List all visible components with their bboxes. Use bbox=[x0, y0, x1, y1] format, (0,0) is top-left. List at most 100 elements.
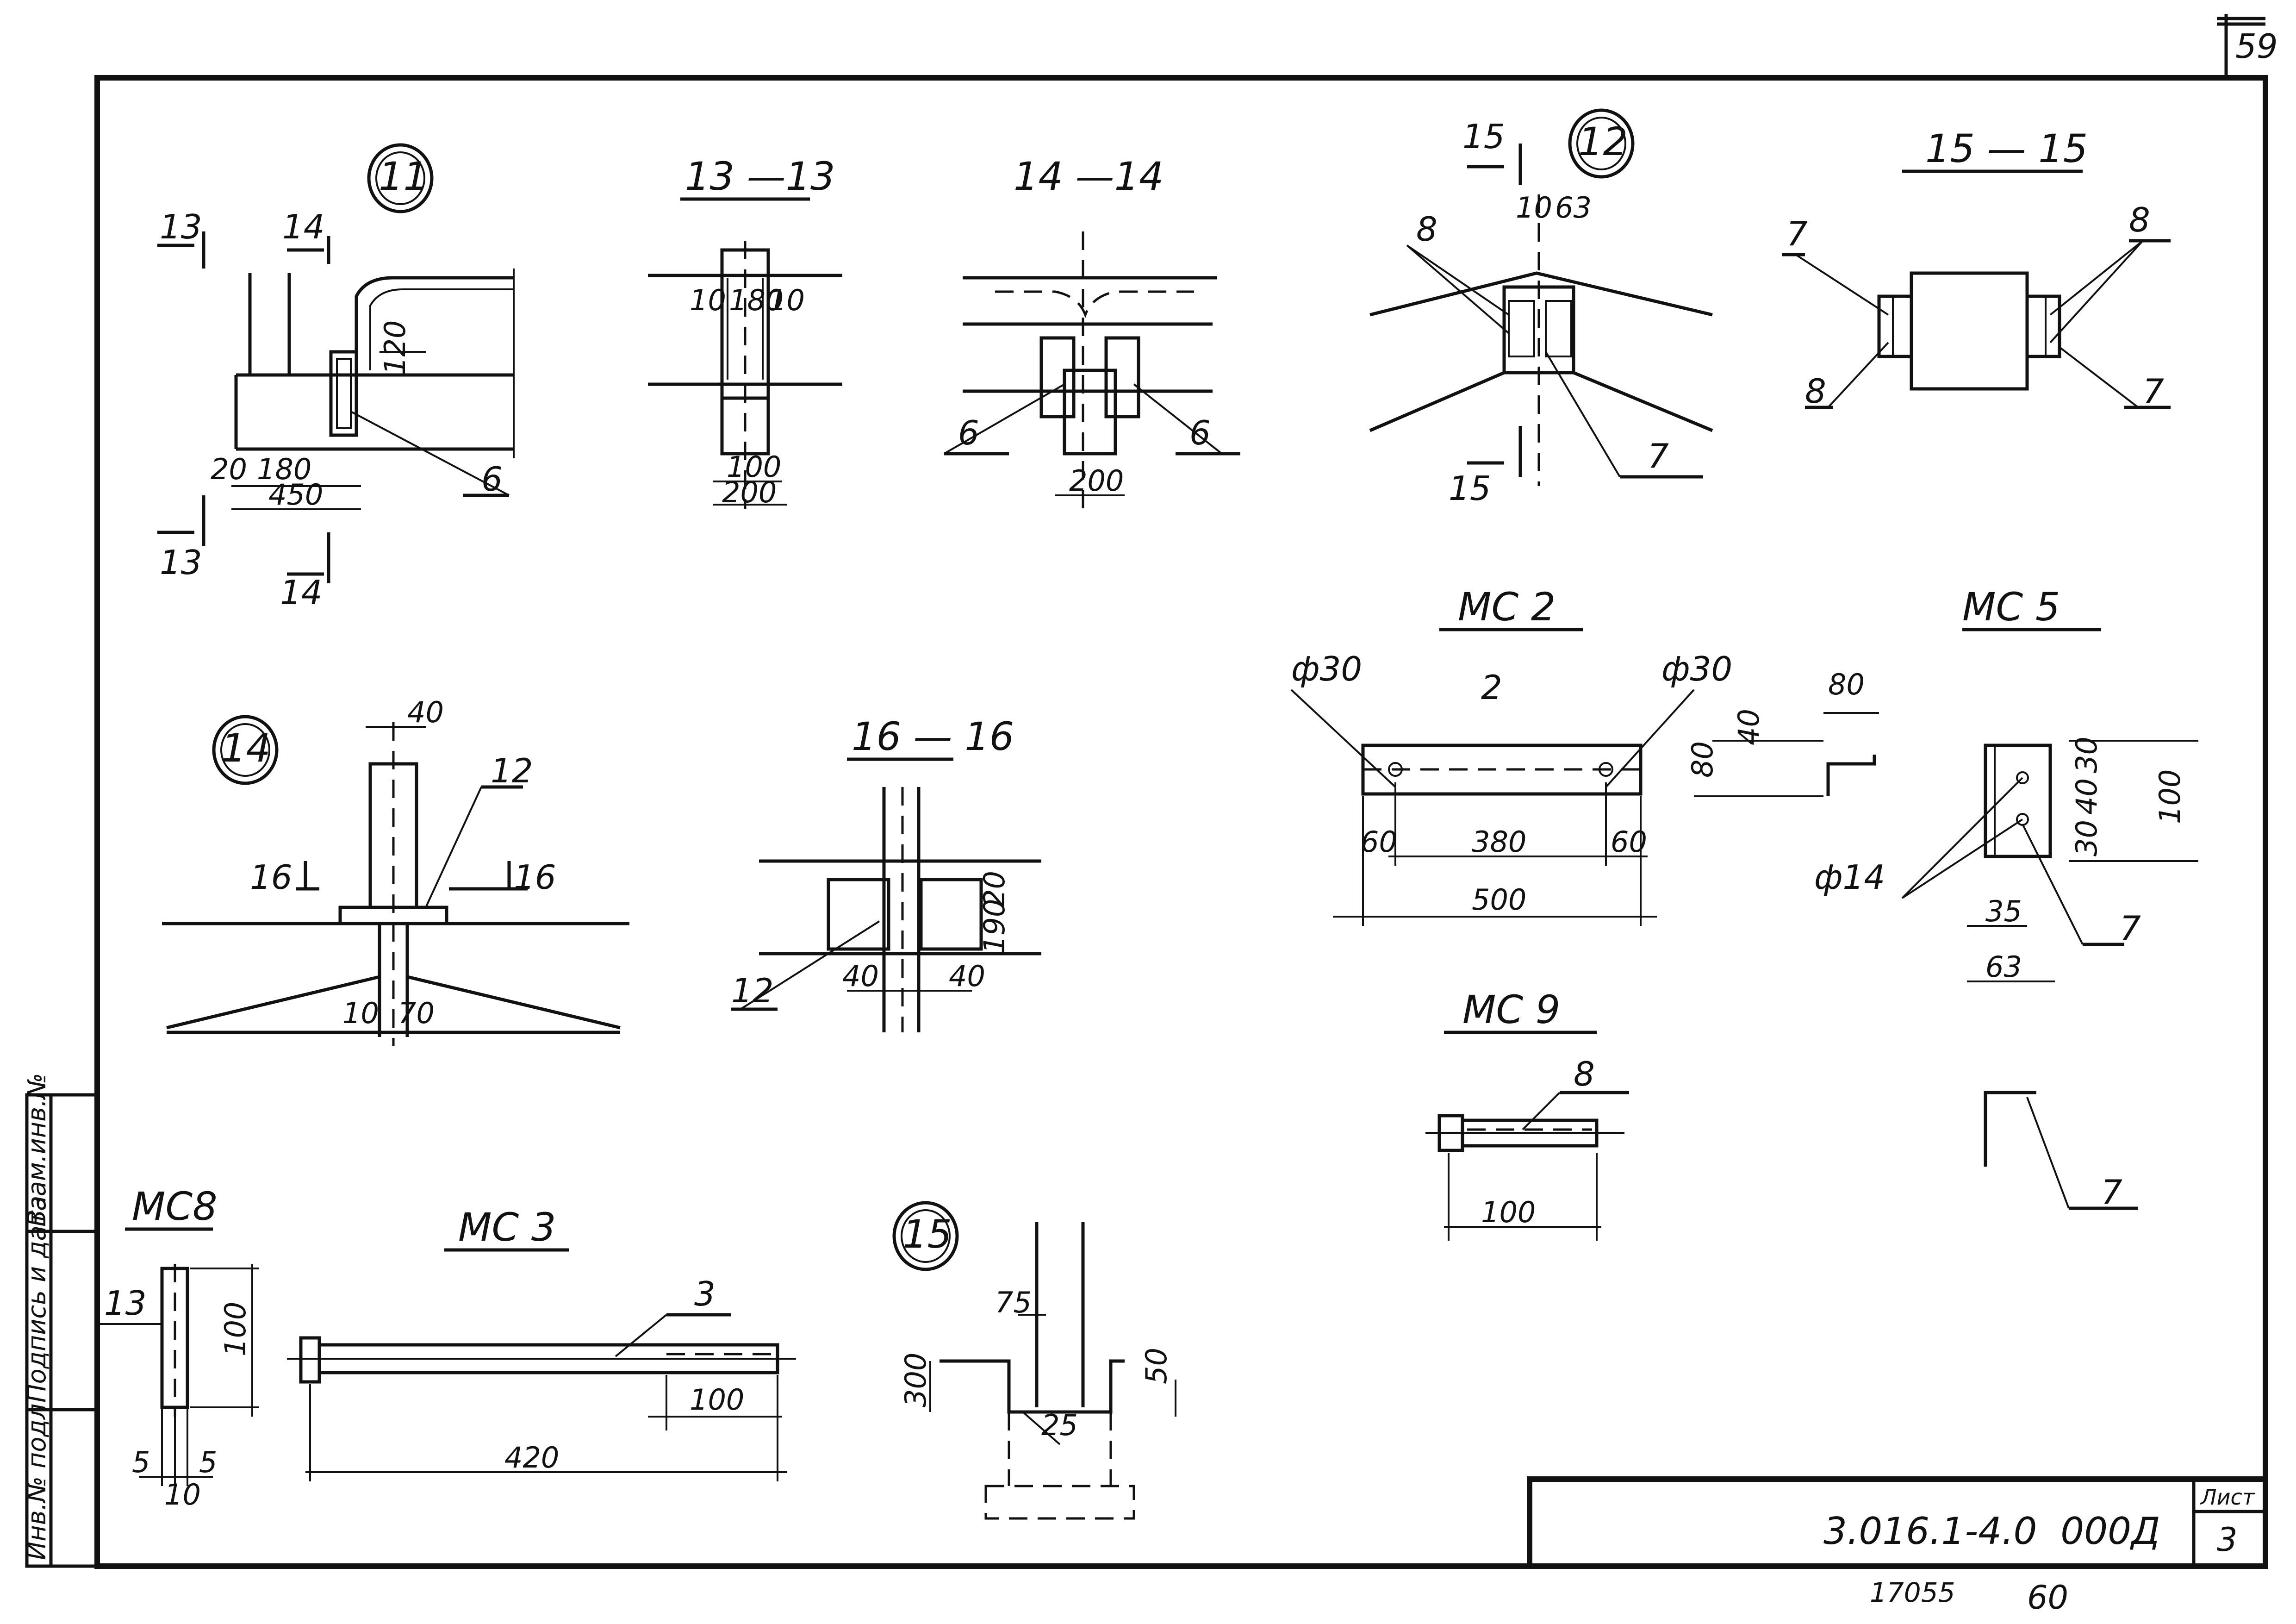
node-14-drawing bbox=[162, 715, 629, 1046]
mc8-drawing bbox=[97, 1227, 259, 1486]
section-16-leader-12: 12 bbox=[731, 971, 774, 1010]
mc8-dim-5b: 5 bbox=[199, 1445, 217, 1479]
section-15-leader-7b: 7 bbox=[2143, 372, 2164, 411]
mc3-title: МС 3 bbox=[458, 1205, 556, 1250]
mc2-phi-right: ф30 bbox=[1661, 650, 1732, 688]
mc3-leader-3: 3 bbox=[694, 1274, 716, 1313]
side-stamp bbox=[25, 1093, 99, 1568]
section-14-leader-6a: 6 bbox=[958, 413, 979, 452]
inventory-number: 17055 bbox=[1870, 1577, 1955, 1608]
section-13-title: 13 —13 bbox=[685, 154, 835, 199]
mc2-dim-80-side: 80 bbox=[1686, 741, 1719, 778]
mc2-dim-380: 380 bbox=[1472, 825, 1526, 859]
node-14-section-16a: 16 bbox=[250, 858, 292, 897]
node-11-dim-180: 180 bbox=[257, 452, 311, 486]
format-number: 60 bbox=[2027, 1579, 2068, 1617]
node-15-dim-75: 75 bbox=[995, 1286, 1032, 1319]
mc5-drawing bbox=[1901, 628, 2198, 1210]
node-11-dim-120: 120 bbox=[378, 320, 412, 375]
section-14-leader-6b: 6 bbox=[1189, 413, 1211, 452]
node-15-dim-25: 25 bbox=[1041, 1408, 1078, 1442]
node-15-marker: 15 bbox=[902, 1212, 952, 1257]
node-15-dim-300: 300 bbox=[899, 1353, 933, 1407]
replaced-inv-label: Взам.инв.№ bbox=[22, 1073, 51, 1227]
section-16-dim-40b: 40 bbox=[949, 959, 985, 993]
node-12-leader-8: 8 bbox=[1416, 210, 1437, 249]
section-16-drawing bbox=[731, 757, 1041, 1032]
section-14-title: 14 —14 bbox=[1014, 154, 1164, 199]
section-15-leader-8b: 8 bbox=[1805, 372, 1826, 411]
node-12-dim-63: 63 bbox=[1555, 191, 1592, 225]
inv-orig-label: Инв.№ подл bbox=[22, 1404, 51, 1560]
node-11-drawing bbox=[157, 143, 515, 583]
corner-sheet-number: 59 bbox=[2235, 27, 2278, 66]
mc8-dim-5a: 5 bbox=[132, 1445, 150, 1479]
node-14-leader-12: 12 bbox=[491, 751, 533, 790]
mc9-leader-8: 8 bbox=[1574, 1055, 1595, 1093]
mc8-title: МС8 bbox=[132, 1184, 218, 1229]
mc3-drawing bbox=[287, 1248, 796, 1481]
section-13-drawing bbox=[648, 197, 842, 509]
mc8-dim-10: 10 bbox=[164, 1478, 201, 1512]
node-12-dim-10: 10 bbox=[1516, 191, 1552, 225]
node-11-dim-450: 450 bbox=[268, 478, 323, 512]
section-15-title: 15 — 15 bbox=[1925, 126, 2088, 171]
section-16-dim-190: 190 bbox=[977, 899, 1011, 954]
section-14-dim-200: 200 bbox=[1069, 464, 1124, 498]
node-12-leader-7: 7 bbox=[1648, 437, 1669, 475]
mc8-leader-13: 13 bbox=[104, 1284, 147, 1323]
mc2-dim-500: 500 bbox=[1472, 883, 1526, 917]
title-block bbox=[1527, 1476, 2268, 1569]
section-13-dim-180: 180 bbox=[729, 283, 784, 317]
node-11-section-14-top: 14 bbox=[282, 207, 325, 246]
mc5-phi-14: ф14 bbox=[1814, 858, 1885, 897]
mc5-title: МС 5 bbox=[1962, 584, 2060, 630]
section-16-dim-20: 20 bbox=[977, 871, 1011, 907]
mc9-dim-100: 100 bbox=[1481, 1195, 1536, 1229]
section-15-leader-8a: 8 bbox=[2129, 200, 2150, 239]
section-13-dim-10a: 10 bbox=[690, 283, 726, 317]
mc5-dim-30a: 30 bbox=[2070, 737, 2103, 773]
sheet-label: Лист bbox=[2200, 1485, 2255, 1510]
node-14-marker: 14 bbox=[221, 725, 271, 771]
sheet-number: 3 bbox=[2217, 1521, 2238, 1559]
node-11-marker: 11 bbox=[379, 154, 428, 199]
mc2-leader-2: 2 bbox=[1481, 668, 1502, 707]
section-15-drawing bbox=[1782, 169, 2171, 409]
section-15-leader-7a: 7 bbox=[1786, 214, 1808, 253]
mc9-drawing bbox=[1425, 1031, 1629, 1241]
mc5-leader-7: 7 bbox=[2120, 909, 2141, 948]
mc2-title: МС 2 bbox=[1458, 584, 1556, 630]
mc5-dim-63: 63 bbox=[1985, 950, 2022, 984]
mc2-dim-40: 40 bbox=[1732, 709, 1766, 745]
mc5-dim-35: 35 bbox=[1985, 894, 2022, 928]
mc9-title: МС 9 bbox=[1462, 987, 1560, 1032]
mc2-phi-left: ф30 bbox=[1291, 650, 1362, 688]
node-14-dim-70: 70 bbox=[398, 996, 435, 1030]
section-13-dim-100: 100 bbox=[727, 450, 781, 484]
section-13-dim-200: 200 bbox=[722, 475, 777, 509]
node-15-dim-50: 50 bbox=[1139, 1348, 1173, 1384]
mc5-dim-40: 40 bbox=[2070, 778, 2103, 815]
document-code: 3.016.1-4.0 000Д bbox=[1823, 1510, 2160, 1553]
section-16-title: 16 — 16 bbox=[852, 714, 1014, 759]
node-12-drawing bbox=[1369, 108, 1713, 486]
node-14-dim-10: 10 bbox=[342, 996, 379, 1030]
node-11-section-13-bottom: 13 bbox=[160, 543, 202, 582]
node-14-dim-40: 40 bbox=[407, 695, 444, 729]
section-14-drawing bbox=[944, 231, 1240, 514]
node-12-section-15-top: 15 bbox=[1462, 117, 1505, 156]
mc2-dim-60a: 60 bbox=[1361, 825, 1397, 859]
sheet-frame bbox=[94, 14, 2268, 1569]
mc8-dim-100: 100 bbox=[218, 1302, 252, 1356]
mc2-dim-60b: 60 bbox=[1611, 825, 1647, 859]
mc5-dim-100: 100 bbox=[2153, 769, 2187, 824]
mc2-drawing bbox=[1290, 628, 1879, 926]
mc3-dim-420: 420 bbox=[504, 1441, 559, 1474]
mc5-dim-30b: 30 bbox=[2070, 820, 2103, 856]
node-12-section-15-bottom: 15 bbox=[1449, 469, 1491, 508]
mc2-dim-80-top: 80 bbox=[1828, 668, 1865, 701]
node-15-drawing bbox=[892, 1201, 1176, 1520]
node-11-section-13-top: 13 bbox=[160, 207, 202, 246]
